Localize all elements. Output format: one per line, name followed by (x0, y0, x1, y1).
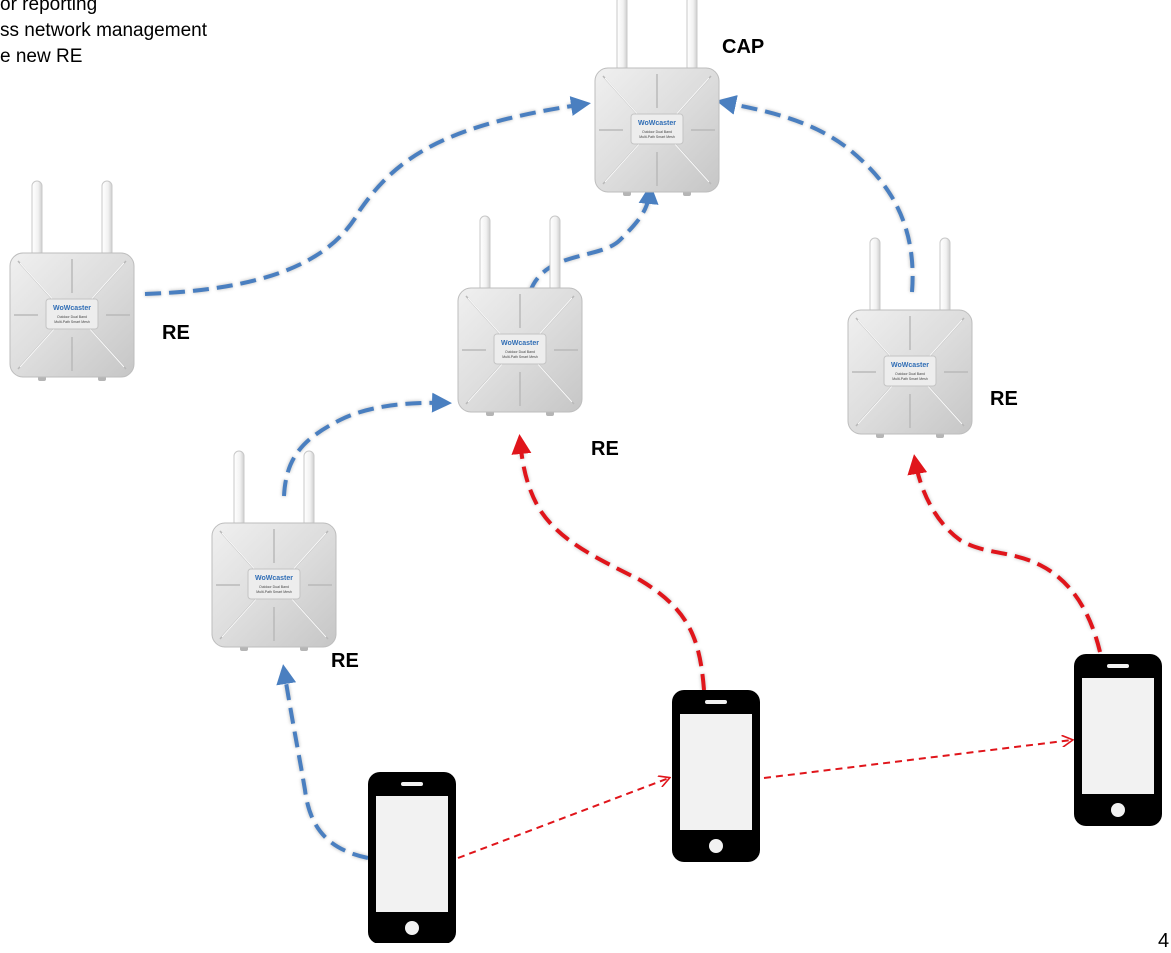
link-phone3-to-right-re (907, 454, 1102, 653)
phone-3 (1074, 654, 1162, 826)
client-links (511, 434, 1103, 691)
roam-phone2-to-phone3 (763, 740, 1072, 779)
mesh-access-point-icon (211, 450, 337, 652)
re-middle-label: RE (591, 438, 619, 460)
link-left-re-to-cap (144, 96, 591, 296)
link-lower-re-to-middle-re (282, 392, 452, 497)
mesh-access-point-icon (9, 180, 135, 382)
link-middle-re-to-cap (528, 184, 659, 293)
link-right-re-to-cap (716, 95, 915, 293)
link-phone2-to-middle-re (511, 434, 706, 691)
cap-label: CAP (722, 36, 765, 58)
smartphone-icon (1074, 654, 1162, 826)
phone-2 (672, 690, 760, 862)
cap-device (594, 0, 720, 197)
smartphone-icon (672, 690, 760, 862)
re-middle-device (457, 215, 583, 417)
re-left-label: RE (162, 322, 190, 344)
intro-line-2: ss network management (0, 20, 207, 41)
phone-1 (368, 772, 456, 943)
re-lower-label: RE (331, 650, 359, 672)
roaming-path (457, 740, 1072, 859)
re-right-label: RE (990, 388, 1018, 410)
re-left-device (9, 180, 135, 382)
intro-line-3: e new RE (0, 46, 83, 67)
mesh-access-point-icon (457, 215, 583, 417)
roam-phone1-to-phone2 (457, 778, 669, 859)
smartphone-icon (368, 772, 456, 943)
re-lower-device (211, 450, 337, 652)
mesh-access-point-icon (594, 0, 720, 197)
intro-line-1: or reporting (0, 0, 98, 15)
page-number: 4 (1158, 930, 1170, 952)
backhaul-links (144, 95, 916, 861)
link-phone1-to-lower-re (276, 664, 369, 860)
